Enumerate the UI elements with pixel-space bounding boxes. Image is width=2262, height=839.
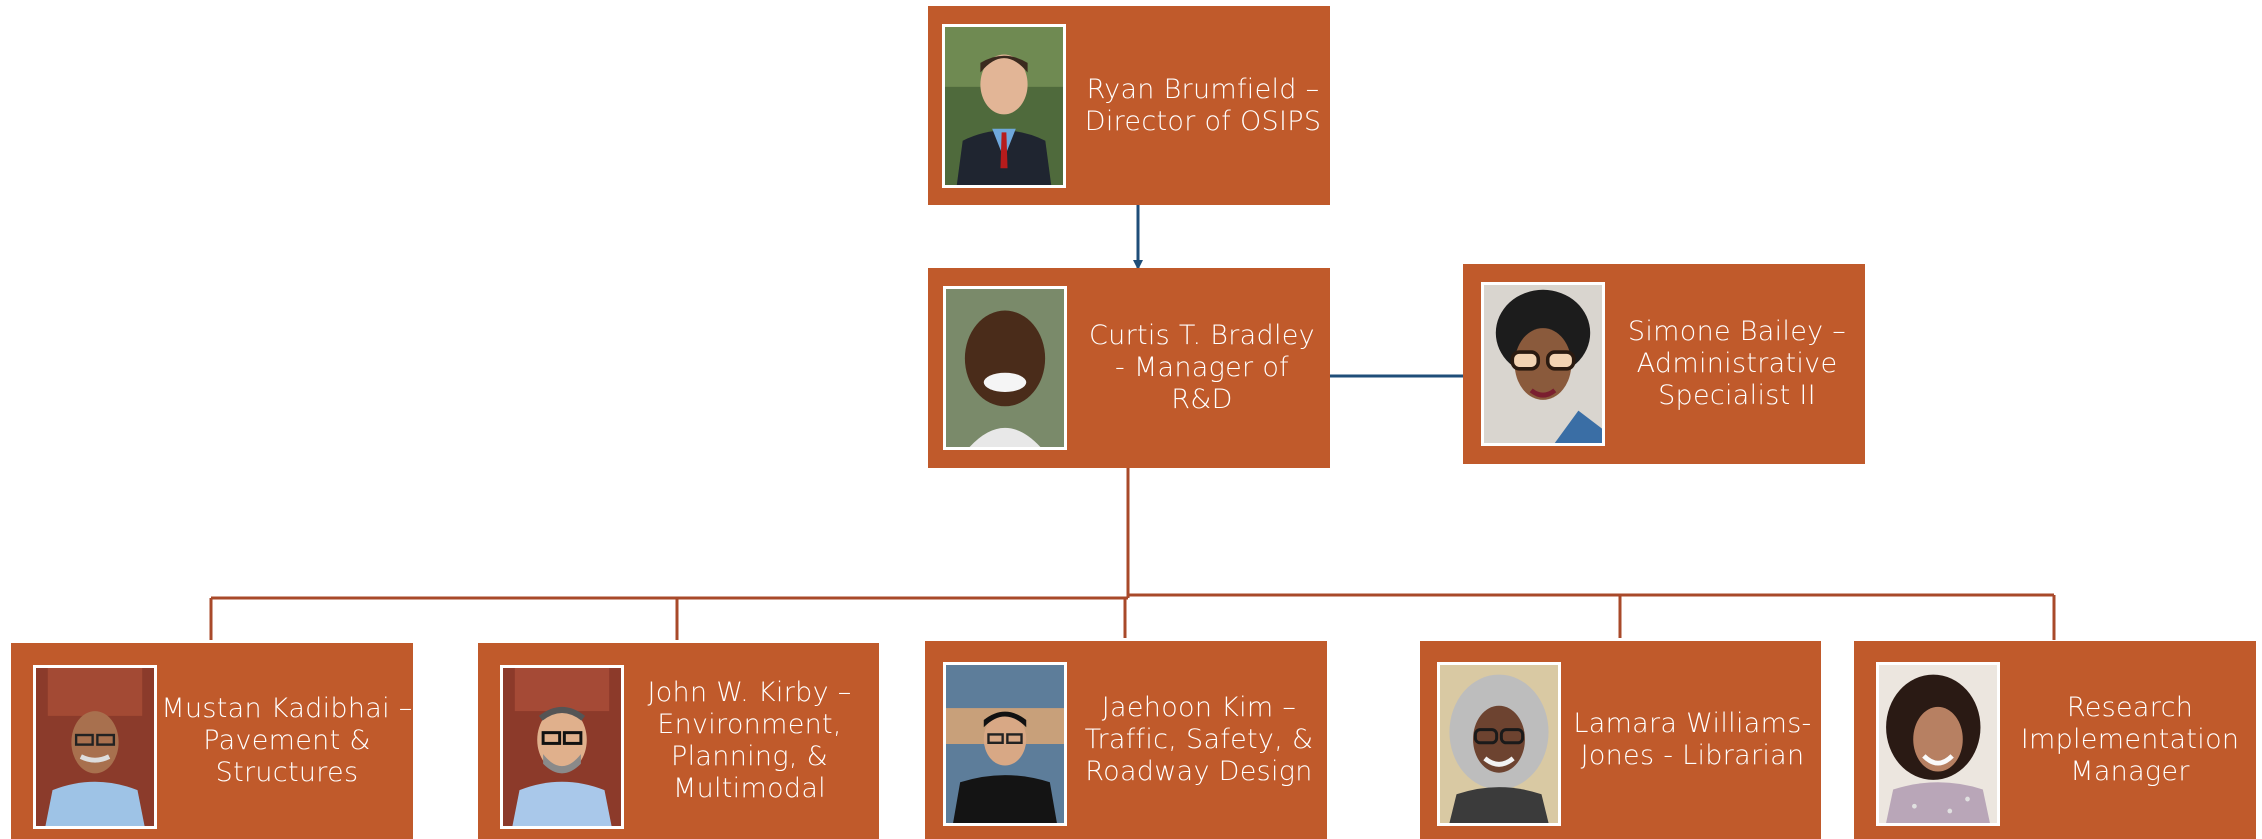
node-label: Research Implementation Manager xyxy=(2020,692,2240,787)
node-label: Mustan Kadibhai – Pavement & Structures xyxy=(161,693,413,788)
portrait-photo-librarian xyxy=(1437,662,1561,826)
node-label: Jaehoon Kim – Traffic, Safety, & Roadway… xyxy=(1084,692,1314,787)
node-label: Curtis T. Bradley - Manager of R&D xyxy=(1089,320,1315,415)
portrait-photo-environment xyxy=(500,665,624,829)
node-research: Research Implementation Manager xyxy=(1854,641,2256,839)
node-label: John W. Kirby – Environment, Planning, &… xyxy=(647,677,852,804)
node-label: Lamara Williams-Jones - Librarian xyxy=(1573,708,1812,771)
node-label: Ryan Brumfield – Director of OSIPS xyxy=(1084,73,1322,137)
node-librarian: Lamara Williams-Jones - Librarian xyxy=(1420,641,1821,839)
portrait-photo-research xyxy=(1876,662,2000,826)
portrait-photo-pavement xyxy=(33,665,157,829)
portrait-photo-admin xyxy=(1481,282,1605,446)
portrait-photo-manager xyxy=(943,286,1067,450)
node-pavement: Mustan Kadibhai – Pavement & Structures xyxy=(11,643,413,839)
node-label: Simone Bailey – Administrative Specialis… xyxy=(1627,316,1847,411)
node-environment: John W. Kirby – Environment, Planning, &… xyxy=(478,643,879,839)
node-manager: Curtis T. Bradley - Manager of R&D xyxy=(928,268,1330,468)
node-admin: Simone Bailey – Administrative Specialis… xyxy=(1463,264,1865,464)
portrait-photo-director xyxy=(942,23,1066,188)
portrait-photo-traffic xyxy=(943,662,1067,826)
node-director: Ryan Brumfield – Director of OSIPS xyxy=(928,6,1330,205)
node-traffic: Jaehoon Kim – Traffic, Safety, & Roadway… xyxy=(925,641,1327,839)
